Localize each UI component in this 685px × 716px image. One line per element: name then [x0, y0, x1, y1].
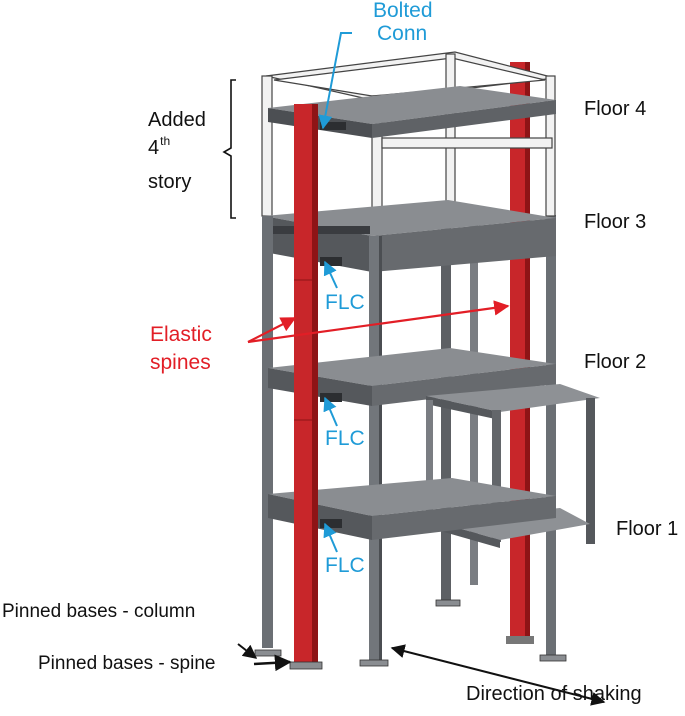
floor2-label: Floor 2 [584, 351, 647, 373]
elastic-spines-label-line2: spines [150, 351, 211, 374]
floor3-label: Floor 3 [584, 211, 647, 233]
shaking-direction-arrow [390, 644, 606, 706]
added-story-number: 4 [148, 137, 160, 159]
flc-bottom-label: FLC [325, 554, 365, 577]
pinned-bases-spine-label: Pinned bases - spine [38, 653, 216, 674]
back-spine [506, 62, 534, 644]
annotation-arrows [222, 32, 606, 706]
added-story-superscript: th [160, 134, 171, 148]
bolted-conn-arrow [318, 32, 352, 130]
added-story-label-line2: 4th [148, 135, 170, 159]
bolted-conn-label-line1: Bolted [373, 0, 433, 22]
added-story-label-line3: story [148, 171, 192, 193]
pinned-column-arrow [237, 643, 258, 659]
front-spine [294, 104, 318, 666]
elastic-spine-arrow-back [247, 300, 510, 344]
flc-mid-arrow [323, 396, 338, 427]
pinned-spine-arrow [253, 654, 292, 672]
elastic-spine-arrow-front [247, 317, 297, 343]
flc-top-arrow [323, 260, 338, 289]
flc-mid-label: FLC [325, 427, 365, 450]
bolted-conn-label-line2: Conn [377, 22, 428, 45]
front-columns [262, 216, 382, 661]
added-story-frame [261, 51, 556, 227]
direction-of-shaking-label: Direction of shaking [466, 683, 642, 705]
flc-bottom-arrow [323, 522, 338, 553]
floor4-label: Floor 4 [584, 98, 647, 120]
added-story-label-line1: Added [148, 109, 206, 131]
flc-top-label: FLC [325, 291, 365, 314]
elastic-spines-label-line1: Elastic [150, 323, 212, 346]
added-story-bracket [222, 79, 236, 219]
pinned-bases-column-label: Pinned bases - column [2, 601, 196, 622]
floor1-label: Floor 1 [616, 518, 679, 540]
